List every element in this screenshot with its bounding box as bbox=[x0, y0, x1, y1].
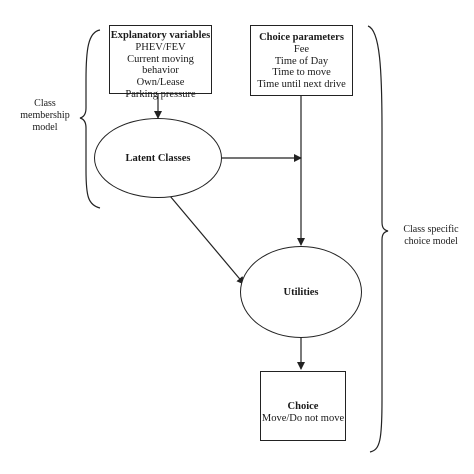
explanatory-line-1: PHEV/FEV bbox=[135, 41, 186, 53]
arrow-latent-to-utilities bbox=[169, 195, 245, 285]
class-specific-bracket bbox=[367, 25, 389, 453]
class-membership-model-label: Class membership model bbox=[14, 98, 76, 134]
choice-param-line-2: Time of Day bbox=[274, 55, 329, 67]
choice-parameters-box: Choice parameters Fee Time of Day Time t… bbox=[250, 25, 353, 96]
choice-param-line-1: Fee bbox=[293, 43, 310, 55]
class-membership-line-1: Class bbox=[34, 98, 56, 109]
explanatory-line-3: Own/Lease bbox=[136, 77, 185, 89]
class-membership-line-2: membership bbox=[20, 110, 70, 121]
choice-parameters-title: Choice parameters bbox=[259, 32, 344, 43]
choice-title: Choice bbox=[287, 401, 319, 412]
latent-classes-ellipse: Latent Classes bbox=[94, 118, 222, 198]
explanatory-line-2: Current moving behavior bbox=[127, 53, 194, 77]
class-specific-choice-model-label: Class specific choice model bbox=[392, 224, 470, 248]
choice-param-line-3: Time to move bbox=[272, 67, 331, 79]
utilities-label: Utilities bbox=[283, 286, 319, 298]
class-specific-line-2: choice model bbox=[404, 236, 458, 247]
class-specific-line-1: Class specific bbox=[403, 224, 459, 235]
choice-subtitle: Move/Do not move bbox=[261, 412, 345, 424]
choice-box: Choice Move/Do not move bbox=[260, 371, 346, 441]
class-membership-bracket bbox=[79, 29, 101, 209]
explanatory-variables-title: Explanatory variables bbox=[110, 30, 211, 41]
choice-param-line-4: Time until next drive bbox=[257, 79, 346, 91]
utilities-ellipse: Utilities bbox=[240, 246, 362, 338]
class-membership-line-3: model bbox=[32, 122, 58, 133]
explanatory-variables-box: Explanatory variables PHEV/FEV Current m… bbox=[109, 25, 212, 100]
latent-classes-label: Latent Classes bbox=[125, 152, 191, 164]
explanatory-line-4: Parking pressure bbox=[125, 88, 196, 100]
